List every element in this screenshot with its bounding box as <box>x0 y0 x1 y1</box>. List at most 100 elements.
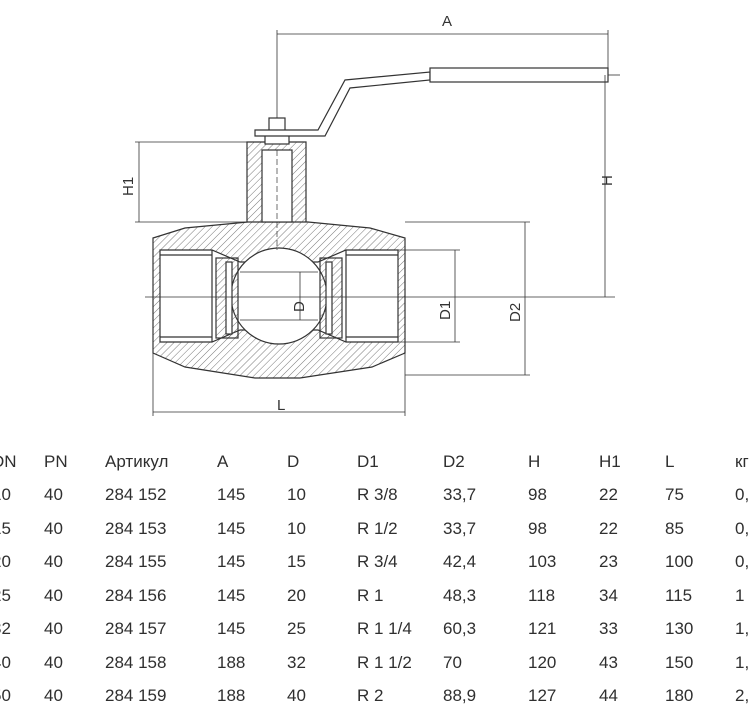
cell-d1: R 1 1/4 <box>357 619 412 638</box>
cell-d2: 60,3 <box>443 619 477 638</box>
cell-article: 284 153 <box>105 518 167 538</box>
dim-label-a: A <box>442 13 452 30</box>
cell-kg: 0, <box>735 518 750 538</box>
cell-kg: 0, <box>735 485 750 504</box>
cell-kg: 1, <box>735 619 750 638</box>
cell-d1: R 1/2 <box>357 518 398 538</box>
cell-l: 130 <box>665 619 694 638</box>
cell-h1: 22 <box>599 485 618 504</box>
dim-label-h1: H1 <box>120 177 137 196</box>
cell-d1: R 1 <box>357 585 384 605</box>
cell-article: 284 159 <box>105 686 167 705</box>
header-h1: H1 <box>599 452 621 471</box>
cell-h1: 22 <box>599 518 618 538</box>
dim-label-d2: D2 <box>507 303 524 322</box>
cell-h1: 23 <box>599 552 618 571</box>
cell-d1: R 3/8 <box>357 485 398 504</box>
cell-a: 145 <box>217 585 246 605</box>
cell-l: 85 <box>665 518 684 538</box>
cell-h: 127 <box>528 686 557 705</box>
valve-drawing: A H H1 D D1 D2 L <box>120 13 620 416</box>
cell-kg: 1, <box>735 652 750 672</box>
cell-h: 120 <box>528 652 557 672</box>
cell-pn: 40 <box>44 585 63 605</box>
cell-h1: 33 <box>599 619 618 638</box>
cell-l: 75 <box>665 485 684 504</box>
header-h: H <box>528 452 541 471</box>
cell-pn: 40 <box>44 686 63 705</box>
cell-article: 284 152 <box>105 485 167 504</box>
cell-a: 145 <box>217 518 246 538</box>
cell-pn: 40 <box>44 619 63 638</box>
cell-d2: 70 <box>443 652 462 672</box>
cell-h1: 43 <box>599 652 618 672</box>
cell-h1: 34 <box>599 585 618 605</box>
cell-d2: 33,7 <box>443 518 477 538</box>
cell-a: 145 <box>217 552 246 571</box>
cell-kg: 0, <box>735 552 750 571</box>
valve-body <box>152 67 609 379</box>
cell-d: 20 <box>287 585 306 605</box>
cell-d2: 48,3 <box>443 585 477 605</box>
cell-dn: 20 <box>0 552 11 571</box>
header-d1: D1 <box>357 452 379 471</box>
header-dn: DN <box>0 452 17 471</box>
cell-a: 145 <box>217 619 246 638</box>
table-row: 20 40 284 155 145 15 R 3/4 42,4 103 23 100 0, <box>0 547 750 577</box>
cell-l: 115 <box>665 585 693 605</box>
cell-l: 150 <box>665 652 694 672</box>
cell-article: 284 157 <box>105 619 167 638</box>
dim-label-h: H <box>599 175 616 186</box>
table-row: 50 40 284 159 188 40 R 2 88,9 127 44 180 2, <box>0 681 750 711</box>
header-d2: D2 <box>443 452 465 471</box>
cell-dn: 50 <box>0 686 11 705</box>
header-a: A <box>217 452 229 471</box>
cell-h: 121 <box>528 619 557 638</box>
cell-a: 188 <box>217 652 246 672</box>
cell-article: 284 155 <box>105 552 167 571</box>
cell-dn: 15 <box>0 518 11 538</box>
table-header: DN PN Артикул A D D1 D2 H H1 L кг <box>0 447 750 477</box>
cell-kg: 2, <box>735 686 750 705</box>
header-d: D <box>287 452 300 471</box>
dim-label-l: L <box>277 397 285 414</box>
cell-d: 15 <box>287 552 306 571</box>
cell-pn: 40 <box>44 552 63 571</box>
table-row: 25 40 284 156 145 20 R 1 48,3 118 34 115 1 <box>0 581 750 611</box>
header-pn: PN <box>44 452 68 471</box>
header-l: L <box>665 452 675 471</box>
cell-d: 40 <box>287 686 306 705</box>
cell-d: 10 <box>287 518 306 538</box>
cell-d2: 88,9 <box>443 686 477 705</box>
cell-d: 25 <box>287 619 306 638</box>
header-article: Артикул <box>105 452 169 471</box>
cell-d2: 42,4 <box>443 552 477 571</box>
cell-dn: 25 <box>0 585 11 605</box>
cell-h: 103 <box>528 552 557 571</box>
cell-a: 188 <box>217 686 246 705</box>
cell-pn: 40 <box>44 518 63 538</box>
cell-dn: 40 <box>0 652 11 672</box>
cell-article: 284 156 <box>105 585 167 605</box>
cell-l: 100 <box>665 552 694 571</box>
cell-pn: 40 <box>44 652 63 672</box>
cell-dn: 10 <box>0 485 11 504</box>
dim-label-d1: D1 <box>437 301 454 320</box>
cell-d: 10 <box>287 485 306 504</box>
cell-h: 118 <box>528 585 556 605</box>
header-kg: кг <box>735 452 749 471</box>
cell-pn: 40 <box>44 485 63 504</box>
cell-d: 32 <box>287 652 306 672</box>
cell-h1: 44 <box>599 686 618 705</box>
cell-h: 98 <box>528 518 547 538</box>
cell-l: 180 <box>665 686 694 705</box>
cell-d1: R 2 <box>357 686 384 705</box>
cell-kg: 1 <box>735 585 745 605</box>
cell-a: 145 <box>217 485 246 504</box>
cell-d1: R 3/4 <box>357 552 398 571</box>
cell-h: 98 <box>528 485 547 504</box>
dim-label-d: D <box>291 301 308 312</box>
